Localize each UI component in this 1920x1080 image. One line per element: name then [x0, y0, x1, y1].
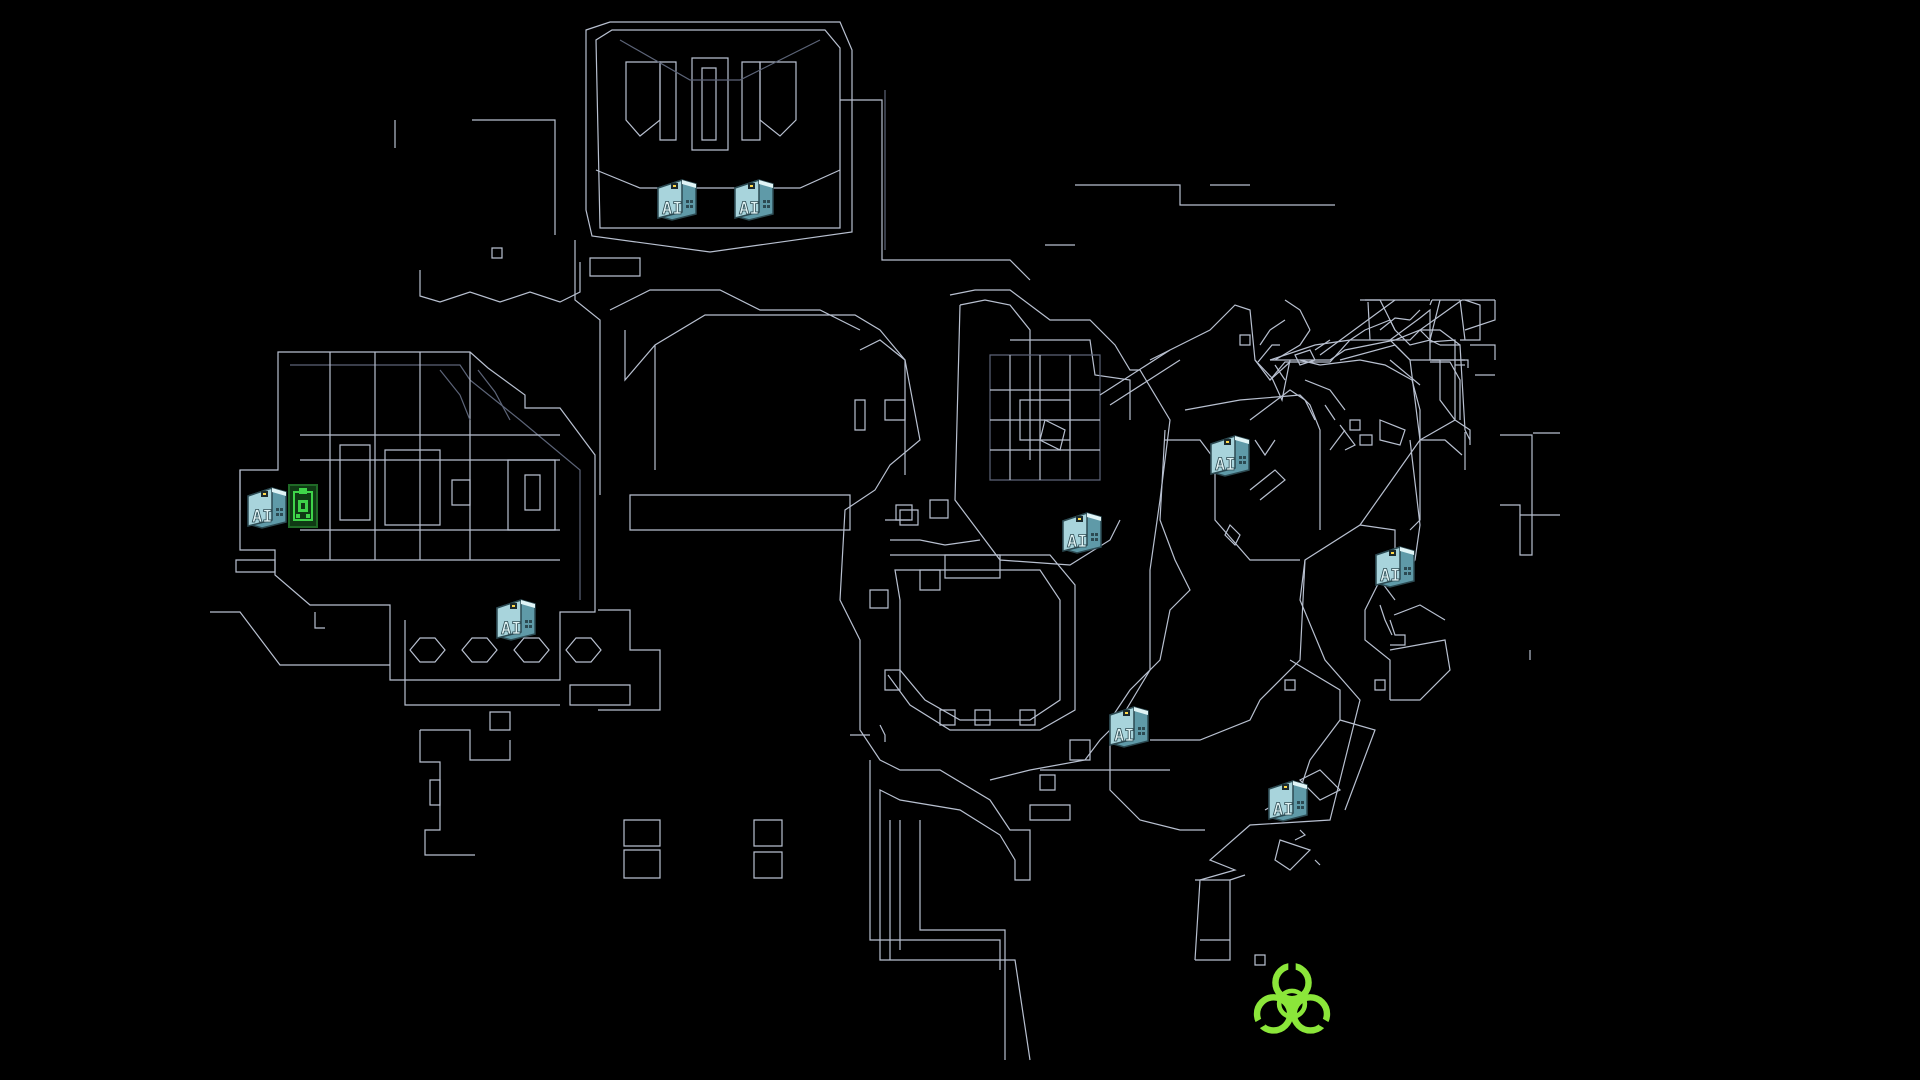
southwest-corridor — [419, 711, 783, 879]
ai-terminal-marker[interactable]: AI — [1104, 701, 1152, 749]
ai-terminal-icon: AI — [1062, 511, 1102, 554]
east-outer-shell — [1254, 299, 1471, 531]
ai-terminal-marker[interactable]: AI — [652, 174, 700, 222]
ai-terminal-icon: AI — [247, 486, 287, 529]
ai-terminal-label: AI — [662, 199, 682, 219]
west-wing-walls — [210, 289, 906, 711]
ai-terminal-marker[interactable]: AI — [1205, 430, 1253, 478]
ai-terminal-label: AI — [501, 619, 521, 639]
ai-terminal-icon: AI — [1375, 545, 1415, 588]
ai-terminal-label: AI — [1273, 800, 1293, 820]
ai-terminal-marker[interactable]: AI — [1057, 507, 1105, 555]
ai-terminal-label: AI — [1067, 532, 1087, 552]
ai-terminal-label: AI — [739, 199, 759, 219]
east-ring-walls — [1109, 299, 1560, 966]
ai-terminal-label: AI — [1114, 726, 1134, 746]
ai-terminal-marker[interactable]: AI — [729, 174, 777, 222]
ai-terminal-marker[interactable]: AI — [491, 594, 539, 642]
ai-terminal-icon: AI — [734, 178, 774, 221]
ai-terminal-label: AI — [1215, 455, 1235, 475]
central-block-walls — [839, 289, 1181, 1061]
northwest-fragments — [394, 119, 1335, 303]
ai-terminal-marker[interactable]: AI — [1370, 541, 1418, 589]
ai-terminal-marker[interactable]: AI — [242, 482, 290, 530]
north-hall-walls — [574, 21, 1031, 420]
ai-terminal-icon: AI — [496, 598, 536, 641]
ai-terminal-label: AI — [1380, 566, 1400, 586]
ai-terminal-icon: AI — [657, 178, 697, 221]
ai-terminal-icon: AI — [1268, 779, 1308, 822]
ai-terminal-label: AI — [252, 507, 272, 527]
far-east-wing-walls — [1270, 299, 1496, 470]
ai-terminal-marker[interactable]: AI — [1263, 775, 1311, 823]
ai-terminal-icon: AI — [1210, 434, 1250, 477]
ai-terminal-icon: AI — [1109, 705, 1149, 748]
